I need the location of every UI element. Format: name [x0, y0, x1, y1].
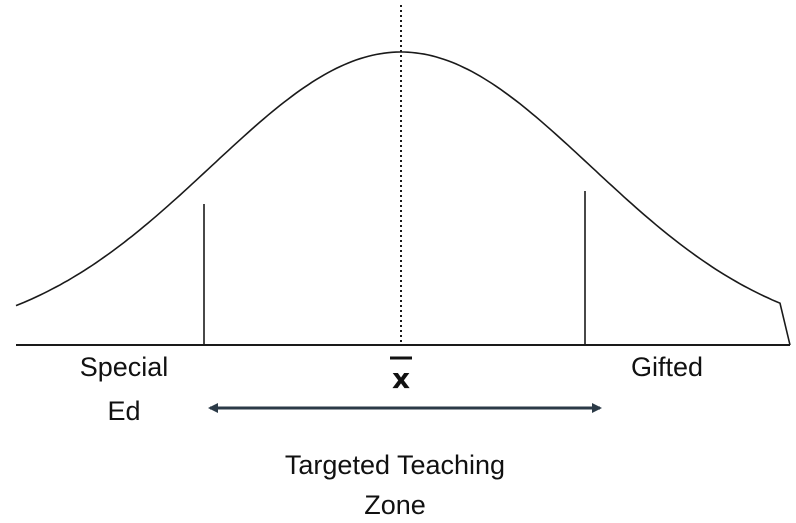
special-ed-label-line1: Special [80, 352, 169, 382]
zone-label-line1: Targeted Teaching [285, 450, 505, 480]
gifted-label: Gifted [631, 352, 703, 382]
zone-label-line2: Zone [364, 490, 426, 520]
special-ed-label-line2: Ed [107, 396, 140, 426]
bell-curve [15, 51, 791, 346]
mean-symbol: x [392, 362, 410, 395]
